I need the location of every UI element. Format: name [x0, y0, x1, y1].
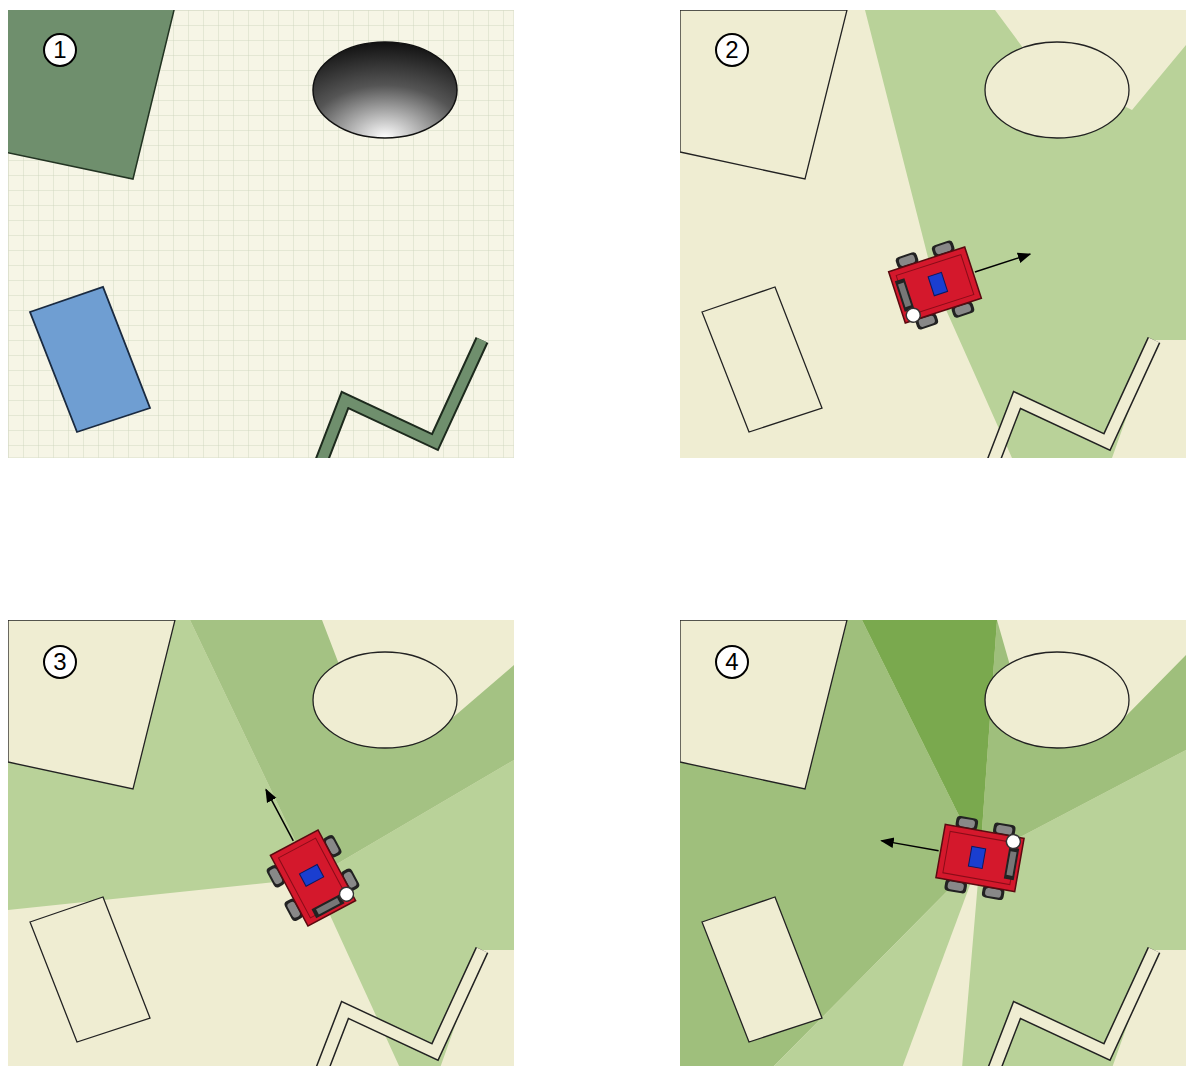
callout-number: 2: [717, 35, 747, 65]
map-panel: [8, 10, 514, 458]
callout-circles: [44, 34, 748, 678]
scan-panel: [8, 620, 514, 1066]
scan-panel: [680, 10, 1186, 470]
scan-panel: [680, 620, 1186, 1066]
callout-number: 3: [45, 647, 75, 677]
callout-number: 4: [717, 647, 747, 677]
callout-number: 1: [45, 35, 75, 65]
